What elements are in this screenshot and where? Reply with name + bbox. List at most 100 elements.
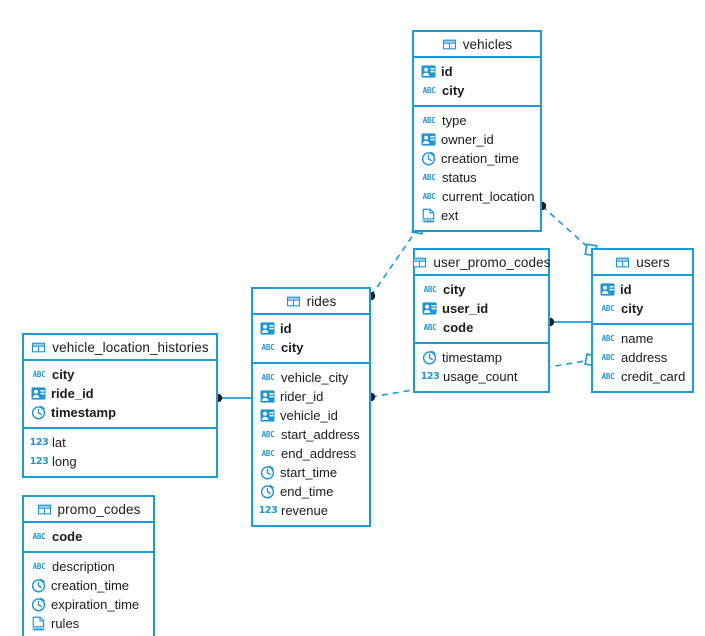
- entity-title: vehicles: [462, 36, 513, 52]
- attribute-field-creation_time[interactable]: creation_time: [414, 149, 540, 168]
- entity-header-vehicle_location_histories[interactable]: vehicle_location_histories: [24, 335, 216, 361]
- abc-icon: ABC: [422, 191, 436, 201]
- primary-key-field-id[interactable]: id: [593, 280, 692, 299]
- attribute-field-expiration_time[interactable]: expiration_time: [24, 595, 153, 614]
- abc-icon: ABC: [422, 115, 436, 125]
- primary-key-field-city[interactable]: ABC city: [415, 280, 548, 299]
- table-icon: [442, 37, 457, 52]
- relationship-vehicle_location_histories-to-rides[interactable]: [213, 393, 251, 403]
- attribute-field-rider_id[interactable]: rider_id: [253, 387, 369, 406]
- field-label: type: [442, 113, 467, 128]
- attribute-field-end_time[interactable]: end_time: [253, 482, 369, 501]
- json-icon: JSON: [31, 616, 46, 631]
- abc-icon: ABC: [601, 333, 615, 343]
- field-label: vehicle_city: [281, 370, 349, 385]
- field-label: city: [442, 83, 465, 98]
- attribute-field-start_address[interactable]: ABC start_address: [253, 425, 369, 444]
- number-icon: 123: [29, 436, 49, 448]
- relationship-user_promo_codes-to-users[interactable]: [545, 317, 591, 327]
- entity-header-users[interactable]: users: [593, 250, 692, 276]
- key-id-icon: [600, 282, 615, 297]
- clock-icon: [421, 151, 436, 166]
- table-icon: [412, 255, 427, 270]
- entity-title: rides: [306, 293, 337, 309]
- field-label: rules: [51, 616, 80, 631]
- json-icon: JSON: [421, 208, 436, 223]
- field-label: long: [52, 454, 77, 469]
- primary-key-field-ride_id[interactable]: ride_id: [24, 384, 216, 403]
- field-label: city: [52, 367, 75, 382]
- field-label: ext: [441, 208, 459, 223]
- field-label: revenue: [281, 503, 328, 518]
- abc-icon: ABC: [261, 448, 275, 458]
- primary-key-field-user_id[interactable]: user_id: [415, 299, 548, 318]
- field-label: city: [443, 282, 466, 297]
- attribute-field-vehicle_id[interactable]: vehicle_id: [253, 406, 369, 425]
- abc-icon: ABC: [423, 284, 437, 294]
- primary-key-field-id[interactable]: id: [253, 319, 369, 338]
- field-label: id: [620, 282, 632, 297]
- attribute-field-creation_time[interactable]: creation_time: [24, 576, 153, 595]
- key-id-icon: [260, 321, 275, 336]
- entity-header-rides[interactable]: rides: [253, 289, 369, 315]
- relationship-line: [370, 227, 419, 297]
- entity-header-promo_codes[interactable]: promo_codes: [24, 497, 153, 523]
- attribute-field-owner_id[interactable]: owner_id: [414, 130, 540, 149]
- field-label: start_address: [281, 427, 360, 442]
- attribute-field-type[interactable]: ABC type: [414, 111, 540, 130]
- table-icon: [31, 340, 46, 355]
- attribute-field-timestamp[interactable]: timestamp: [415, 348, 548, 367]
- abc-icon: ABC: [422, 172, 436, 182]
- attribute-field-ext[interactable]: JSON ext: [414, 206, 540, 225]
- abc-icon: ABC: [261, 429, 275, 439]
- primary-key-field-timestamp[interactable]: timestamp: [24, 403, 216, 422]
- field-label: name: [621, 331, 654, 346]
- entity-header-vehicles[interactable]: vehicles: [414, 32, 540, 58]
- clock-icon: [31, 578, 46, 593]
- attribute-field-start_time[interactable]: start_time: [253, 463, 369, 482]
- field-label: timestamp: [51, 405, 117, 420]
- entity-header-user_promo_codes[interactable]: user_promo_codes: [412, 250, 550, 276]
- clock-icon: [260, 465, 275, 480]
- attribute-field-rules[interactable]: JSON rules: [24, 614, 153, 633]
- number-icon: 123: [258, 504, 278, 516]
- field-label: rider_id: [280, 389, 324, 404]
- attribute-field-name[interactable]: ABC name: [593, 329, 692, 348]
- key-id-icon: [421, 132, 436, 147]
- primary-key-field-id[interactable]: id: [414, 62, 540, 81]
- field-label: end_time: [280, 484, 334, 499]
- field-label: address: [621, 350, 668, 365]
- field-label: credit_card: [621, 369, 686, 384]
